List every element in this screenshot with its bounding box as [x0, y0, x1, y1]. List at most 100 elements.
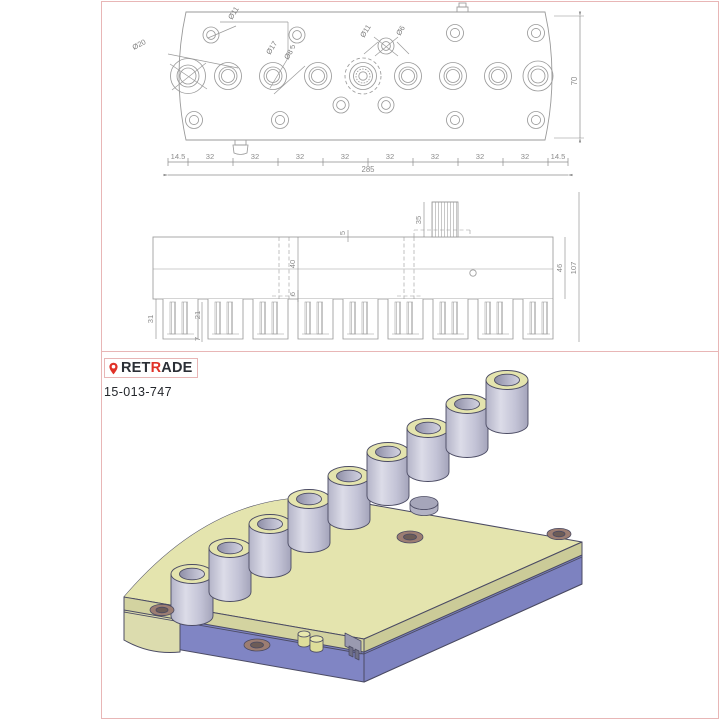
technical-drawing-panel: Ø11 5 Ø20 Ø17 Ø8 Ø11 Ø6 — [102, 2, 718, 350]
bolt-hole — [149, 603, 175, 616]
retrade-logo: RETRADE — [104, 358, 198, 378]
pin — [252, 299, 289, 340]
side-port-hole — [469, 269, 477, 277]
main-port — [394, 62, 422, 90]
chain-ticks — [167, 158, 569, 166]
mounting-hole — [527, 24, 545, 42]
pin — [207, 299, 244, 340]
pin — [342, 299, 379, 340]
logo-text-part1: RET — [121, 359, 151, 376]
chain-label: 14.5 — [551, 152, 566, 161]
aux-port — [377, 37, 395, 55]
callout-label: Ø20 — [131, 37, 148, 52]
fitting — [309, 635, 324, 653]
dim-label-body-height: 46 — [555, 264, 564, 272]
logo-text-accent: R — [150, 359, 162, 376]
port-cylinders — [170, 370, 529, 626]
front-view-body — [152, 236, 554, 300]
dim-label-bore-depth: 40 — [288, 260, 297, 268]
port-cylinder — [208, 538, 252, 602]
dim-label-pin-height: 31 — [146, 315, 155, 323]
mounting-hole — [527, 111, 545, 129]
callout-label: Ø6 — [394, 24, 407, 37]
main-port-splined — [344, 57, 382, 95]
mounting-hole — [446, 111, 464, 129]
chain-label: 32 — [431, 152, 439, 161]
dim-label-total-height: 107 — [569, 262, 578, 275]
chain-label: 32 — [476, 152, 484, 161]
aux-port — [288, 26, 306, 44]
callout-label: Ø8 — [282, 48, 295, 61]
port-cylinder — [485, 370, 529, 434]
port-cylinder — [445, 394, 489, 458]
pin — [522, 299, 554, 340]
pin — [432, 299, 469, 340]
logo-text-part2: ADE — [161, 359, 193, 376]
main-port — [170, 58, 206, 94]
main-port — [522, 60, 554, 92]
mounting-hole — [271, 111, 289, 129]
main-port — [439, 62, 467, 90]
main-port — [484, 62, 512, 90]
fitting-stub-bottom — [232, 139, 249, 155]
mounting-hole — [446, 24, 464, 42]
render-svg — [123, 370, 583, 683]
top-view-group: Ø11 5 Ø20 Ø17 Ø8 Ø11 Ø6 — [131, 2, 554, 155]
pin — [477, 299, 514, 340]
aux-port — [377, 96, 395, 114]
top-plate-left-band — [124, 497, 345, 604]
side-fittings — [297, 630, 324, 653]
body-parting-line — [123, 556, 583, 655]
part-number: 15-013-747 — [104, 384, 172, 399]
front-view-dimensions — [155, 192, 580, 342]
dim-label-boss-offset: 5 — [338, 231, 347, 235]
hidden-bores — [272, 237, 421, 299]
main-port-row — [170, 57, 554, 95]
bolt-hole — [546, 527, 572, 540]
callout-label: 5 — [288, 45, 297, 49]
callout-leaders — [167, 21, 410, 95]
retrade-logo-text: RETRADE — [121, 361, 193, 376]
chain-label: 32 — [386, 152, 394, 161]
top-plate-right-edge — [363, 541, 583, 653]
auxiliary-ports — [202, 26, 395, 114]
mounting-hole — [185, 111, 203, 129]
pin — [387, 299, 424, 340]
render-body — [123, 370, 583, 683]
pin-row — [162, 299, 554, 340]
bolt-holes — [149, 527, 572, 652]
chain-label: 32 — [521, 152, 529, 161]
chain-labels: 14.5 32 32 32 32 32 32 32 32 14.5 — [171, 152, 566, 161]
chain-label: 32 — [251, 152, 259, 161]
isometric-render-panel — [102, 352, 718, 718]
front-view-group: 31 21 7 40 6 5 35 46 107 — [146, 192, 580, 342]
main-port — [304, 62, 332, 90]
splined-boss — [431, 201, 459, 238]
panel-divider — [101, 351, 719, 352]
pin — [162, 299, 199, 340]
port-cylinder — [287, 489, 331, 553]
port-cylinder — [170, 564, 214, 626]
drawing-svg: Ø11 5 Ø20 Ø17 Ø8 Ø11 Ø6 — [131, 2, 584, 342]
location-pin-icon — [109, 362, 118, 374]
port-cylinder — [406, 418, 450, 482]
brand-block: RETRADE 15-013-747 — [104, 358, 314, 404]
connector-stub — [344, 632, 362, 661]
dim-label-pin-body: 21 — [193, 311, 202, 319]
fitting-stub-top — [456, 2, 469, 13]
dim-label-boss-height: 35 — [414, 216, 423, 224]
chain-label: 32 — [206, 152, 214, 161]
dim-label-pin-tip: 7 — [193, 337, 202, 341]
bolt-hole — [243, 638, 271, 652]
main-port — [214, 62, 242, 90]
main-port — [259, 62, 287, 90]
bolt-hole — [396, 530, 424, 544]
chain-label: 14.5 — [171, 152, 186, 161]
top-view-outline — [178, 11, 553, 141]
aux-port — [332, 96, 350, 114]
chain-label: 32 — [296, 152, 304, 161]
front-view-dim-labels: 31 21 7 40 6 5 35 46 107 — [146, 216, 578, 341]
pin — [297, 299, 334, 340]
top-view-height-label: 70 — [570, 76, 579, 85]
